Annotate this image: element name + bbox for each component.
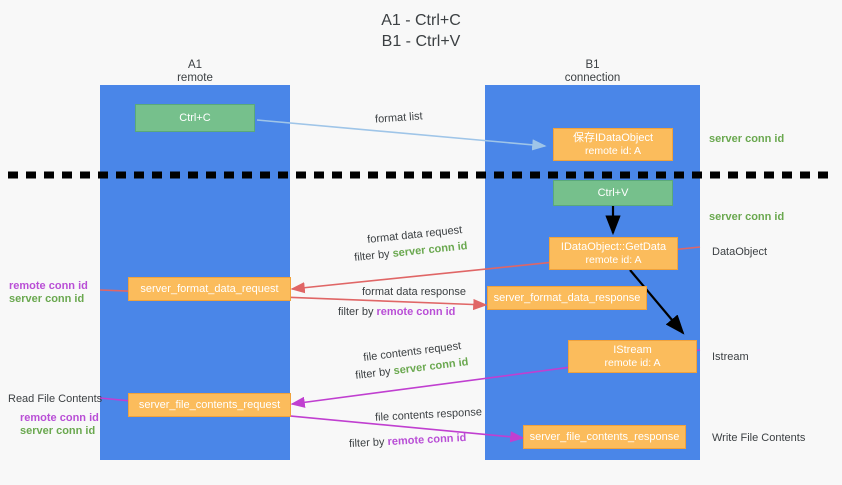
page-title: A1 - Ctrl+C B1 - Ctrl+V xyxy=(0,10,842,52)
side-label-istream: Istream xyxy=(712,351,749,363)
title-line-2: B1 - Ctrl+V xyxy=(381,33,461,50)
side-label-server-conn-id-2: server conn id xyxy=(20,425,96,437)
box-server-file-contents-request-line1: server_file_contents_request xyxy=(138,398,281,411)
box-ctrl-v[interactable]: Ctrl+V xyxy=(553,180,673,206)
side-label-read-file-contents: Read File Contents xyxy=(8,393,103,405)
box-server-file-contents-response[interactable]: server_file_contents_response xyxy=(523,425,686,449)
box-save-idataobject[interactable]: 保存IDataObject remote id: A xyxy=(553,128,673,161)
box-istream-line1: IStream xyxy=(613,343,652,356)
side-label-remote-conn-id-2: remote conn id xyxy=(20,412,99,424)
box-server-format-data-response[interactable]: server_format_data_response xyxy=(487,286,647,310)
lane-header-b1: B1 connection xyxy=(485,59,700,85)
side-label-write-file-contents: Write File Contents xyxy=(712,432,806,444)
box-save-idataobject-line1: 保存IDataObject xyxy=(572,131,654,144)
lane-header-a1: A1 remote xyxy=(100,59,290,85)
lane-a1-name: A1 xyxy=(187,59,203,71)
box-istream[interactable]: IStream remote id: A xyxy=(568,340,697,373)
box-ctrl-c[interactable]: Ctrl+C xyxy=(135,104,255,132)
box-istream-line2: remote id: A xyxy=(604,356,661,369)
box-ctrl-v-line1: Ctrl+V xyxy=(597,186,629,199)
side-label-dataobject: DataObject xyxy=(712,246,768,258)
remote-conn-id-text-2: remote conn id xyxy=(376,306,456,318)
box-server-file-contents-request[interactable]: server_file_contents_request xyxy=(128,393,291,417)
filter-by-text-1: filter by xyxy=(353,248,391,264)
box-idataobject-getdata-line1: IDataObject::GetData xyxy=(560,240,667,253)
lane-a1-sub: remote xyxy=(177,72,213,84)
box-save-idataobject-line2: remote id: A xyxy=(584,144,642,157)
box-server-format-data-request-line1: server_format_data_request xyxy=(140,282,279,295)
filter-by-text-2: filter by xyxy=(338,306,374,318)
side-label-server-conn-id-1: server conn id xyxy=(9,293,85,305)
side-label-remote-conn-id-1: remote conn id xyxy=(9,280,88,292)
box-idataobject-getdata[interactable]: IDataObject::GetData remote id: A xyxy=(549,237,678,270)
lane-b1-name: B1 xyxy=(585,59,600,71)
title-line-1: A1 - Ctrl+C xyxy=(381,12,461,29)
box-ctrl-c-line1: Ctrl+C xyxy=(179,111,211,124)
box-server-format-data-response-line1: server_format_data_response xyxy=(493,291,641,304)
box-server-format-data-request[interactable]: server_format_data_request xyxy=(128,277,291,301)
side-label-server-conn-id-mid: server conn id xyxy=(709,211,785,223)
box-server-file-contents-response-line1: server_file_contents_response xyxy=(529,430,680,443)
edge-label-format-data-response: format data response xyxy=(362,286,466,298)
edge-label-format-data-response-filter: filter by remote conn id xyxy=(338,305,455,319)
box-idataobject-getdata-line2: remote id: A xyxy=(585,253,642,266)
lane-b1-sub: connection xyxy=(564,72,621,84)
filter-by-text-4: filter by xyxy=(348,436,385,451)
side-label-server-conn-id-top: server conn id xyxy=(709,133,785,145)
